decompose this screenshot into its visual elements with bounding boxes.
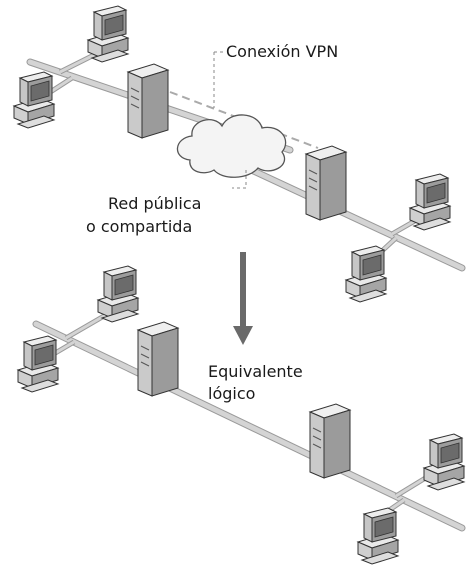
server-icon [127,63,169,139]
down-arrow-icon [233,252,253,345]
computer-icon [409,173,451,231]
server-icon [137,321,179,397]
computer-icon [13,71,55,129]
bottom-network [17,265,466,565]
server-icon [305,145,347,221]
computer-icon [357,507,399,565]
server-icon [309,403,351,479]
computer-icon [97,265,139,323]
public-network-label-line2: o compartida [86,217,192,236]
logical-equivalent-label-line2: lógico [208,384,255,403]
cloud-icon [176,114,287,178]
computer-icon [87,5,129,63]
top-network [13,5,466,303]
computer-icon [423,433,465,491]
computer-icon [17,335,59,393]
public-network-label-line1: Red pública [108,194,201,213]
vpn-connection-label: Conexión VPN [226,42,338,61]
computer-icon [345,245,387,303]
logical-equivalent-label-line1: Equivalente [208,362,303,381]
